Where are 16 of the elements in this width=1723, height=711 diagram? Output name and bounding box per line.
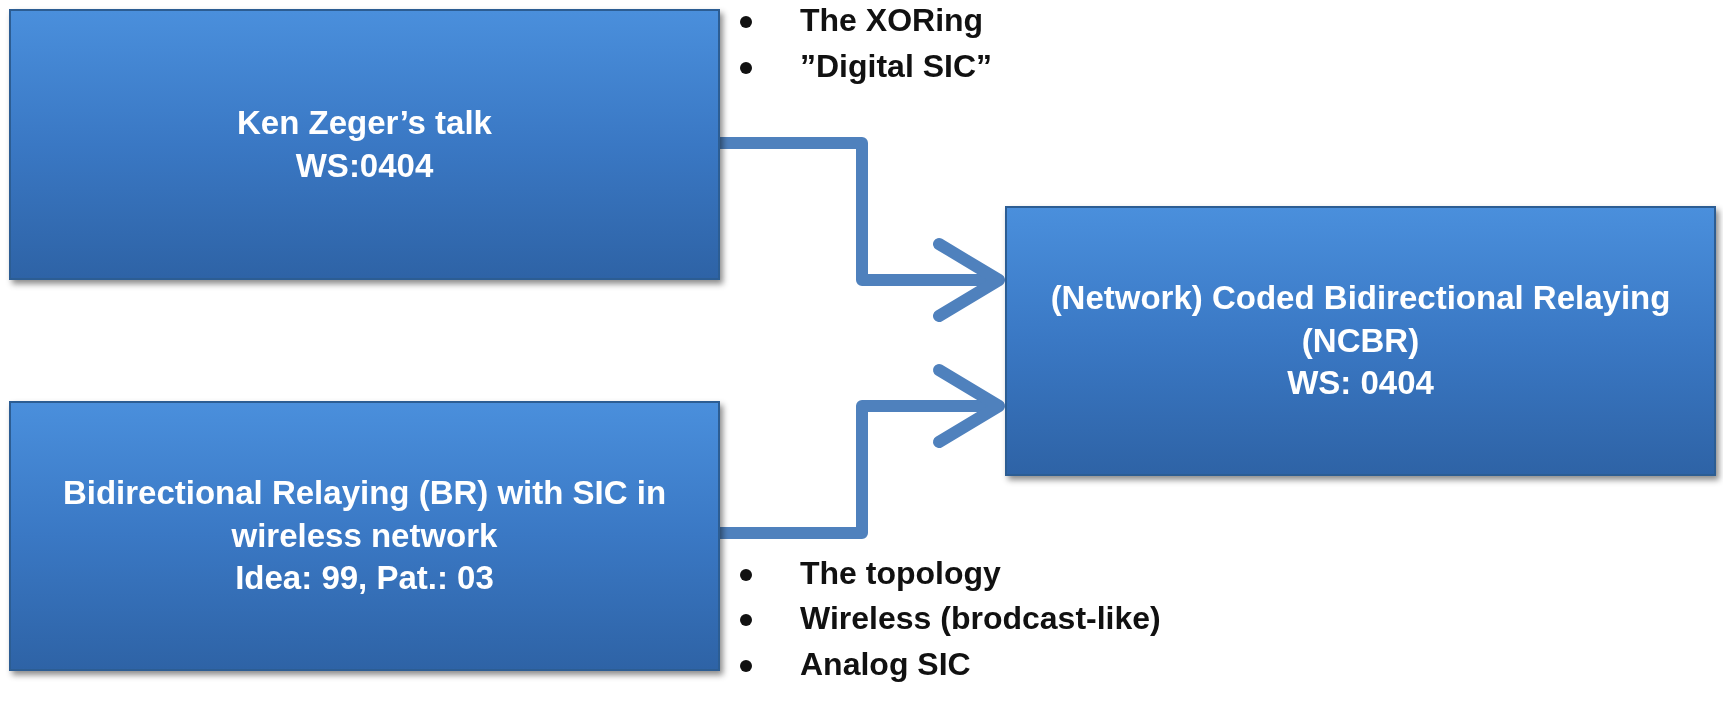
bullet-text: Wireless (brodcast-like) <box>800 600 1161 637</box>
process-box <box>9 401 720 671</box>
box-text: Bidirectional Relaying (BR) with SIC in wireless network <box>61 472 668 556</box>
bullet-text: The topology <box>800 555 1001 592</box>
process-box <box>1005 206 1716 476</box>
box-text: WS: 0404 <box>1287 363 1434 404</box>
arrow <box>720 364 1005 539</box>
bullet-text: Analog SIC <box>800 646 971 683</box>
arrow <box>720 137 1005 322</box>
process-box <box>9 9 720 280</box>
box-text: Idea: 99, Pat.: 03 <box>235 558 494 599</box>
box-text: Ken Zeger’s talk <box>237 102 492 143</box>
bullet-text: The XORing <box>800 2 984 39</box>
box-text: WS:0404 <box>295 145 434 186</box>
box-text: (Network) Coded Bidirectional Relaying (NCBR) <box>1049 277 1672 361</box>
bullet-text: ”Digital SIC” <box>800 48 992 85</box>
